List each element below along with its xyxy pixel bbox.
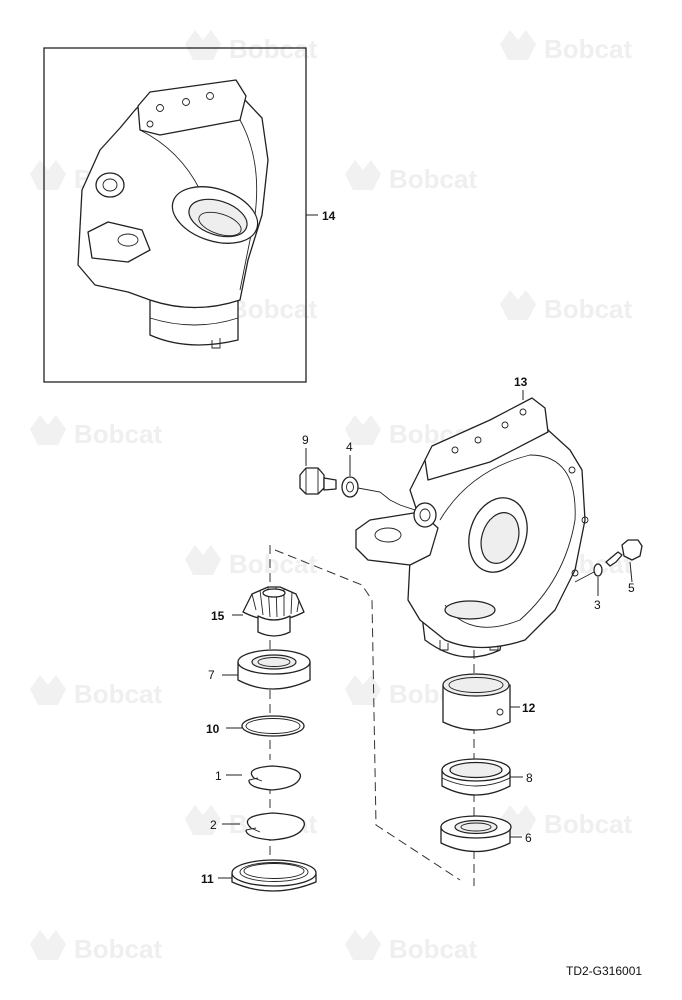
watermark-text: Bobcat [229,34,317,64]
bolt [605,539,643,567]
washer [341,476,359,498]
lock-washer [593,563,603,577]
bevel-gear [242,586,305,637]
watermark: Bobcat [500,30,632,64]
ring [241,715,305,737]
watermark: Bobcat [345,930,477,964]
svg-text:Bobcat: Bobcat [544,294,632,324]
svg-text:Bobcat: Bobcat [544,34,632,64]
snap-ring [248,765,302,791]
watermark: Bobcat [30,675,162,709]
svg-text:Bobcat: Bobcat [389,164,477,194]
callout-5: 5 [628,581,635,595]
snap-ring [245,812,306,841]
drawing-code: TD2-G316001 [566,964,642,978]
lower-bearing [440,815,512,853]
callout-15: 15 [211,609,225,623]
watermark: Bobcat [30,930,162,964]
knuckle-assembly-drawing [77,79,269,349]
assembly-guide-line [274,549,461,881]
callout-1: 1 [215,769,222,783]
callout-9: 9 [302,433,309,447]
plug [299,467,337,495]
svg-text:Bobcat: Bobcat [229,294,317,324]
svg-text:Bobcat: Bobcat [74,419,162,449]
watermark: Bobcat [345,160,477,194]
bearing-cup [441,758,511,796]
watermark: Bobcat [185,545,317,579]
steering-knuckle-housing [355,397,589,658]
svg-text:Bobcat: Bobcat [389,934,477,964]
watermark: Bobcat [500,805,632,839]
svg-text:Bobcat: Bobcat [544,809,632,839]
callout-7: 7 [208,668,215,682]
watermark: Bobcat [185,30,317,64]
watermark: Bobcat [30,415,162,449]
svg-text:Bobcat: Bobcat [229,549,317,579]
callout-11: 11 [201,872,214,886]
callout-14: 14 [322,209,336,223]
callout-3: 3 [594,598,601,612]
callout-13: 13 [514,375,528,389]
callout-2: 2 [210,818,217,832]
upper-bearing [237,649,311,690]
callout-8: 8 [526,771,533,785]
callout-4: 4 [346,440,353,454]
svg-text:Bobcat: Bobcat [74,934,162,964]
callout-12: 12 [522,701,536,715]
svg-text:Bobcat: Bobcat [74,679,162,709]
watermark: Bobcat [500,290,632,324]
bobcat-logo-icon [185,30,221,60]
callout-6: 6 [525,831,532,845]
callout-10: 10 [206,722,220,736]
seal [231,859,317,892]
bushing [442,673,511,731]
